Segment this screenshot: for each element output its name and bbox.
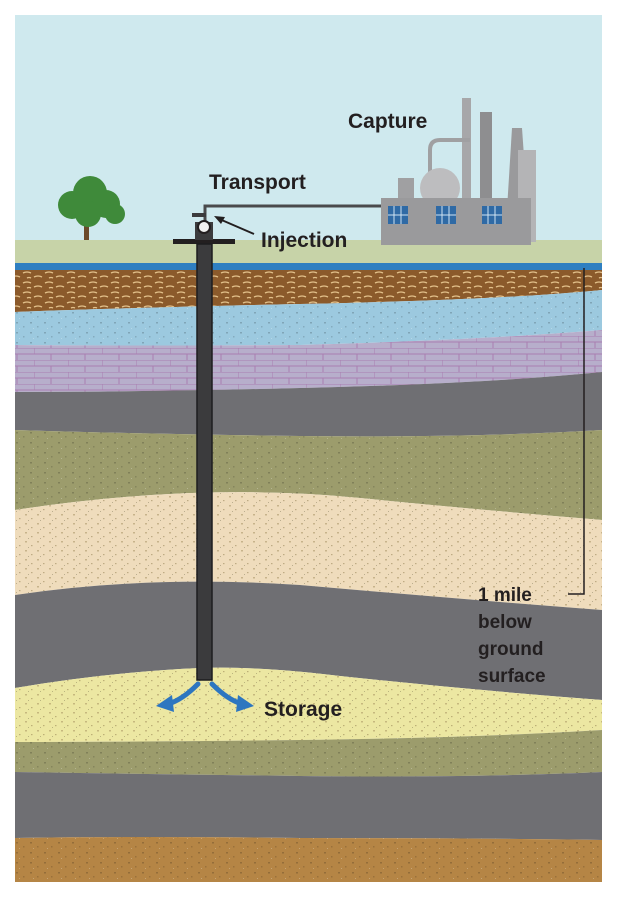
transport-pipe xyxy=(203,204,381,226)
caprock-shale-layer xyxy=(15,581,602,700)
injection-label: Injection xyxy=(261,229,347,252)
tree-icon xyxy=(58,176,125,240)
depth-label-line-4: surface xyxy=(478,666,546,687)
depth-label-line-1: 1 mile xyxy=(478,585,532,606)
injection-well xyxy=(196,243,213,681)
storage-arrows-icon xyxy=(156,681,254,712)
injection-pointer xyxy=(216,217,255,235)
shale-layer-1 xyxy=(15,372,602,437)
depth-label: 1 mile below ground surface xyxy=(478,585,546,687)
wellhead-icon xyxy=(173,213,235,244)
depth-label-line-3: ground xyxy=(478,639,543,660)
depth-bracket xyxy=(568,268,585,595)
capture-label: Capture xyxy=(348,110,427,133)
depth-label-line-2: below xyxy=(478,612,532,633)
factory-icon xyxy=(381,98,536,245)
deep-shale-layer xyxy=(15,772,602,840)
water-table xyxy=(15,263,602,271)
transport-label: Transport xyxy=(209,171,306,194)
storage-label: Storage xyxy=(264,698,342,721)
